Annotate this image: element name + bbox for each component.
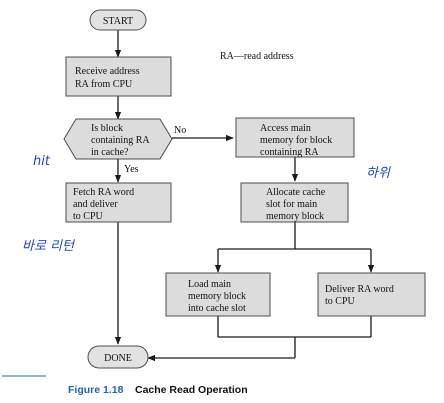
handwritten-hit-note: hit (33, 154, 51, 169)
deliver-word-box: Deliver RA word to CPU (317, 272, 426, 317)
done-label: DONE (104, 353, 132, 364)
load-line-3: into cache slot (188, 303, 246, 314)
allocate-line-2: slot for main (266, 199, 317, 210)
load-line-1: Load main (188, 279, 231, 290)
access-memory-box: Access main memory for block containing … (235, 117, 355, 158)
fetch-line-2: and deliver (73, 199, 118, 210)
caption-number: Figure 1.18 (68, 384, 124, 396)
fetch-word-box: Fetch RA word and deliver to CPU (65, 182, 172, 223)
legend-read-address: RA—read address (220, 51, 294, 62)
fetch-line-3: to CPU (73, 211, 104, 222)
access-line-3: containing RA (260, 147, 319, 158)
start-terminal: START (89, 9, 147, 31)
caption-title: Cache Read Operation (135, 384, 248, 396)
handwritten-miss-note: 하위 (366, 166, 391, 181)
load-line-2: memory block (188, 291, 246, 302)
handwritten-immediate-return-note: 바로 리턴 (22, 239, 76, 254)
connectors (114, 30, 375, 362)
receive-address-box: Receive address RA from CPU (65, 56, 172, 97)
load-block-box: Load main memory block into cache slot (165, 272, 271, 317)
allocate-line-1: Allocate cache (266, 187, 326, 198)
decision-line-2: containing RA (91, 135, 150, 146)
start-label: START (103, 16, 133, 27)
decision-line-1: Is block (91, 123, 123, 134)
allocate-line-3: memory block (266, 211, 324, 222)
deliver-line-2: to CPU (325, 296, 356, 307)
cache-decision: Is block containing RA in cache? (63, 118, 173, 160)
fetch-line-1: Fetch RA word (73, 187, 134, 198)
deliver-line-1: Deliver RA word (325, 284, 394, 295)
receive-line-2: RA from CPU (75, 79, 133, 90)
done-terminal: DONE (87, 345, 149, 369)
access-line-1: Access main (260, 123, 311, 134)
no-label: No (174, 125, 186, 136)
yes-label: Yes (124, 164, 139, 175)
receive-line-1: Receive address (75, 66, 140, 77)
decision-line-3: in cache? (91, 147, 129, 158)
allocate-slot-box: Allocate cache slot for main memory bloc… (240, 182, 349, 223)
access-line-2: memory for block (260, 135, 332, 146)
